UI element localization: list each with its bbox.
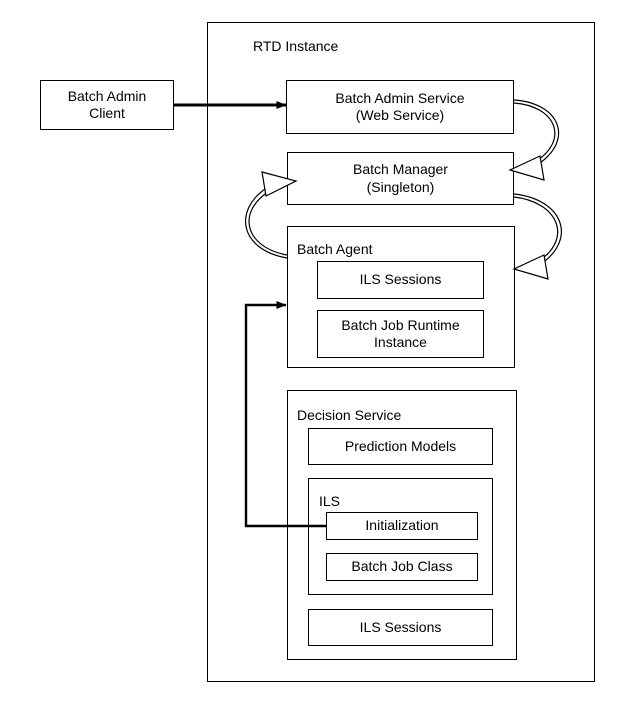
batch-manager-box[interactable]: Batch Manager (Singleton) — [287, 152, 514, 205]
initialization-box[interactable]: Initialization — [326, 512, 478, 540]
batch-agent-ils-sessions-box[interactable]: ILS Sessions — [317, 261, 484, 299]
decision-service-ils-sessions-box[interactable]: ILS Sessions — [308, 609, 493, 646]
rtd-instance-container[interactable] — [207, 22, 595, 682]
batch-job-class-box[interactable]: Batch Job Class — [326, 553, 478, 581]
ils-title: ILS — [319, 493, 341, 509]
prediction-models-box[interactable]: Prediction Models — [308, 428, 493, 465]
decision-service-title: Decision Service — [297, 407, 402, 423]
batch-agent-container[interactable] — [287, 226, 515, 368]
ils-container[interactable] — [308, 478, 493, 595]
rtd-instance-title: RTD Instance — [253, 38, 339, 54]
batch-job-runtime-instance-box[interactable]: Batch Job Runtime Instance — [317, 310, 484, 358]
batch-admin-client-box[interactable]: Batch Admin Client — [40, 80, 174, 130]
batch-admin-service-box[interactable]: Batch Admin Service (Web Service) — [286, 80, 514, 134]
batch-agent-title: Batch Agent — [297, 241, 373, 257]
